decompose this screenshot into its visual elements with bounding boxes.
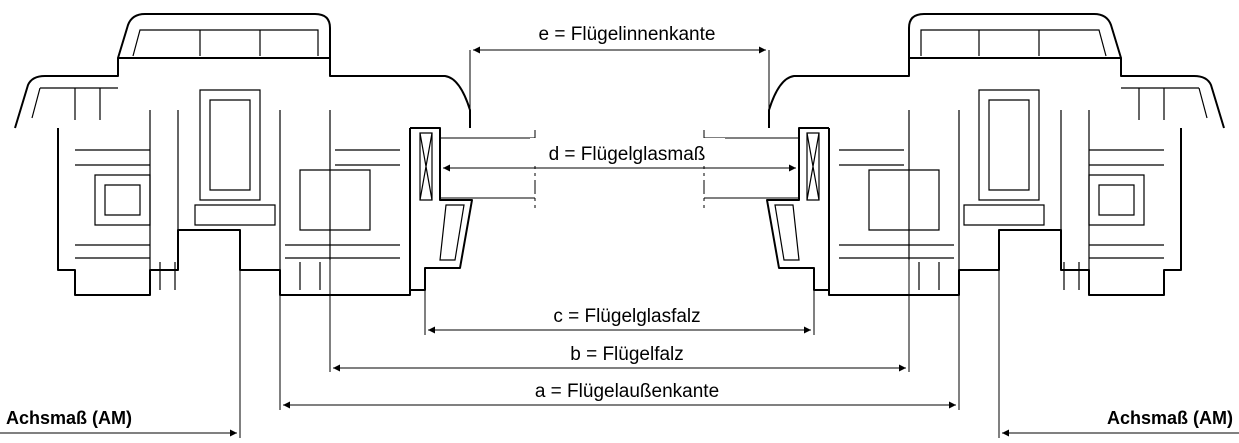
dimension-e-label: e = Flügelinnenkante (539, 24, 716, 45)
right-frame-profile (766, 13, 1225, 296)
dimension-a-label: a = Flügelaußenkante (535, 381, 719, 402)
dimension-c: c = Flügelglasfalz (424, 290, 815, 335)
dimension-a: a = Flügelaußenkante (279, 295, 960, 410)
dimension-b: b = Flügelfalz (329, 260, 910, 372)
dimension-d-label: d = Flügelglasmaß (549, 144, 706, 165)
dimension-e: e = Flügelinnenkante (469, 24, 770, 128)
dimension-c-label: c = Flügelglasfalz (553, 306, 700, 327)
axis-dimension-right: Achsmaß (AM) (998, 235, 1239, 438)
axis-label-left: Achsmaß (AM) (6, 408, 132, 428)
left-frame-profile (14, 13, 473, 296)
axis-dimension-left: Achsmaß (AM) (0, 235, 241, 438)
axis-label-right: Achsmaß (AM) (1107, 408, 1233, 428)
dimension-b-label: b = Flügelfalz (570, 344, 684, 365)
dimension-d: d = Flügelglasmaß (443, 138, 796, 172)
